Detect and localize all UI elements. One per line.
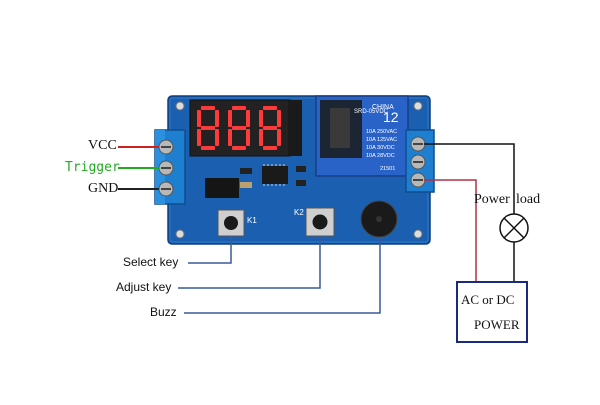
power-return-wire (424, 179, 477, 282)
digit-segment (215, 129, 219, 146)
digit-segment (246, 129, 250, 146)
select-key-leader (188, 236, 232, 264)
digit-segment (246, 110, 250, 127)
digit-segment (263, 126, 277, 130)
digit-segment (232, 126, 246, 130)
power-supply-box (456, 281, 528, 343)
digit-segment (232, 146, 246, 150)
relay-voltage: 12 (383, 109, 399, 125)
relay-rating-line: 10A 30VDC (366, 145, 395, 151)
digit-segment (201, 106, 215, 110)
adjust-key-button[interactable] (305, 207, 335, 237)
digit-segment (201, 126, 215, 130)
buzzer (360, 200, 398, 238)
digit-segment (263, 146, 277, 150)
relay-code: 21501 (380, 166, 395, 172)
display-digit (197, 106, 219, 150)
terminal-screw (158, 181, 174, 197)
relay-brand: CHINA (372, 104, 394, 111)
terminal-screw (158, 160, 174, 176)
adjust-key-label: Adjust key (116, 280, 172, 294)
terminal-screw (410, 136, 426, 152)
relay-rating-line: 10A 125VAC (366, 137, 397, 143)
relay-ratings: 10A 250VAC 10A 125VAC 10A 30VDC 10A 28VDC (366, 129, 397, 159)
gnd-label: GND (88, 181, 119, 196)
trigger-label: Trigger (65, 160, 120, 175)
k2-label: K2 (294, 208, 304, 217)
relay-rating-line: 10A 250VAC (366, 129, 397, 135)
input-terminal-block (154, 129, 186, 205)
display-digit (228, 106, 250, 150)
load-wire-top (424, 143, 515, 214)
digit-segment (201, 146, 215, 150)
power-box-line1: AC or DC (461, 292, 515, 307)
vcc-label: VCC (88, 138, 117, 153)
select-key-label: Select key (123, 255, 179, 269)
digit-segment (232, 106, 246, 110)
k1-label: K1 (247, 216, 257, 225)
digit-segment (197, 110, 201, 127)
power-box-line2: POWER (474, 317, 520, 332)
power-load-label-right: load (516, 192, 541, 207)
buzz-label: Buzz (150, 305, 177, 319)
relay-rating-line: 10A 28VDC (366, 153, 395, 159)
digit-segment (197, 129, 201, 146)
display-digit (259, 106, 281, 150)
digit-segment (277, 129, 281, 146)
digit-segment (259, 110, 263, 127)
digit-segment (228, 129, 232, 146)
digit-segment (228, 110, 232, 127)
relay-model: SRD-05VDC (354, 109, 389, 115)
digit-segment (215, 110, 219, 127)
digit-segment (263, 106, 277, 110)
buzz-leader (184, 237, 381, 314)
adjust-key-leader (178, 236, 321, 289)
board-components (205, 164, 306, 198)
output-terminal-block (405, 129, 435, 193)
digit-segment (259, 129, 263, 146)
digit-segment (277, 110, 281, 127)
power-load-label-left: Power (474, 192, 510, 207)
terminal-screw (158, 139, 174, 155)
display-digits (197, 106, 281, 150)
select-key-button[interactable] (217, 209, 245, 237)
power-load-lamp-icon (499, 213, 529, 243)
terminal-screw (410, 154, 426, 170)
terminal-screw (410, 172, 426, 188)
seven-segment-display (189, 99, 302, 157)
